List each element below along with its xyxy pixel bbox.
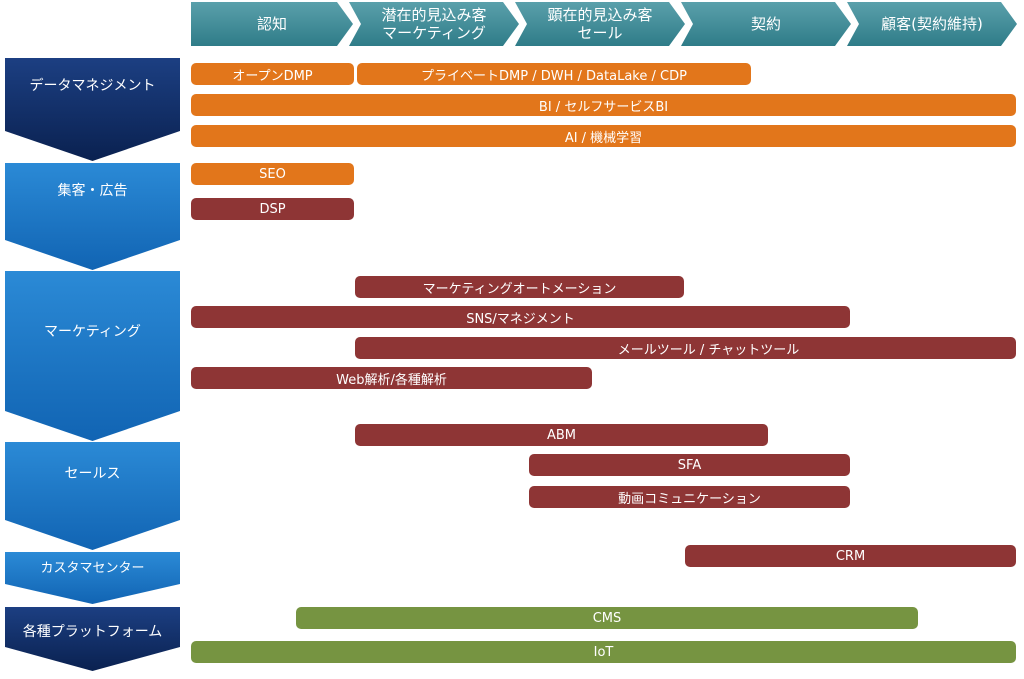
bar-label: SFA bbox=[677, 457, 702, 473]
bar-open-dmp: オープンDMP bbox=[191, 63, 354, 85]
bar-iot: IoT bbox=[191, 641, 1016, 663]
bar-label: オープンDMP bbox=[232, 68, 313, 84]
bar-cms: CMS bbox=[296, 607, 918, 629]
bar-label: Web解析/各種解析 bbox=[336, 372, 447, 388]
bar-label: メールツール / チャットツール bbox=[617, 342, 800, 358]
bar-label: AI / 機械学習 bbox=[564, 130, 643, 146]
bar-label: CMS bbox=[592, 610, 622, 626]
bar-label: CRM bbox=[835, 548, 866, 564]
bar-mail-chat-tools: メールツール / チャットツール bbox=[355, 337, 1016, 359]
category-label: セールス bbox=[64, 466, 121, 482]
bar-dsp: DSP bbox=[191, 198, 354, 220]
bar-marketing-automation: マーケティングオートメーション bbox=[355, 276, 684, 298]
category-label: データマネジメント bbox=[29, 78, 156, 94]
stage-contract: 契約 bbox=[681, 2, 851, 46]
bar-label: IoT bbox=[593, 644, 614, 660]
stage-awareness: 認知 bbox=[191, 2, 353, 46]
category-label: 集客・広告 bbox=[57, 183, 128, 199]
category-platforms: 各種プラットフォーム bbox=[5, 607, 180, 671]
category-data-management: データマネジメント bbox=[5, 58, 180, 161]
bar-seo: SEO bbox=[191, 163, 354, 185]
stage-active-prospect: 顕在的見込み客 セール bbox=[515, 2, 685, 46]
bar-private-dmp-dwh-datalake-cdp: プライベートDMP / DWH / DataLake / CDP bbox=[357, 63, 751, 85]
bar-web-analytics: Web解析/各種解析 bbox=[191, 367, 592, 389]
bar-label: マーケティングオートメーション bbox=[422, 281, 617, 297]
bar-label: 動画コミュニケーション bbox=[618, 491, 761, 507]
bar-label: BI / セルフサービスBI bbox=[538, 99, 669, 115]
bar-label: プライベートDMP / DWH / DataLake / CDP bbox=[421, 68, 687, 84]
stage-label: 顧客(契約維持) bbox=[881, 15, 983, 33]
category-label: カスタマセンター bbox=[40, 561, 145, 576]
bar-abm: ABM bbox=[355, 424, 768, 446]
bar-label: SEO bbox=[259, 166, 286, 182]
bar-label: DSP bbox=[259, 201, 286, 217]
category-label: 各種プラットフォーム bbox=[22, 624, 163, 640]
bar-sfa: SFA bbox=[529, 454, 850, 476]
stage-label: 認知 bbox=[256, 15, 287, 33]
category-label: マーケティング bbox=[44, 324, 141, 340]
stage-customer-retention: 顧客(契約維持) bbox=[847, 2, 1017, 46]
bar-ai-machine-learning: AI / 機械学習 bbox=[191, 125, 1016, 147]
bar-label: SNS/マネジメント bbox=[466, 311, 575, 327]
category-customer-center: カスタマセンター bbox=[5, 552, 180, 604]
stage-label: 顕在的見込み客 セール bbox=[547, 6, 653, 42]
category-acquisition-ads: 集客・広告 bbox=[5, 163, 180, 270]
stage-label: 契約 bbox=[750, 15, 781, 33]
bar-video-communication: 動画コミュニケーション bbox=[529, 486, 850, 508]
bar-bi-self-service-bi: BI / セルフサービスBI bbox=[191, 94, 1016, 116]
category-marketing: マーケティング bbox=[5, 271, 180, 441]
stage-latent-prospect: 潜在的見込み客 マーケティング bbox=[349, 2, 519, 46]
category-sales: セールス bbox=[5, 442, 180, 550]
stage-label: 潜在的見込み客 マーケティング bbox=[381, 6, 487, 42]
bar-crm: CRM bbox=[685, 545, 1016, 567]
bar-label: ABM bbox=[546, 427, 577, 443]
bar-sns-management: SNS/マネジメント bbox=[191, 306, 850, 328]
